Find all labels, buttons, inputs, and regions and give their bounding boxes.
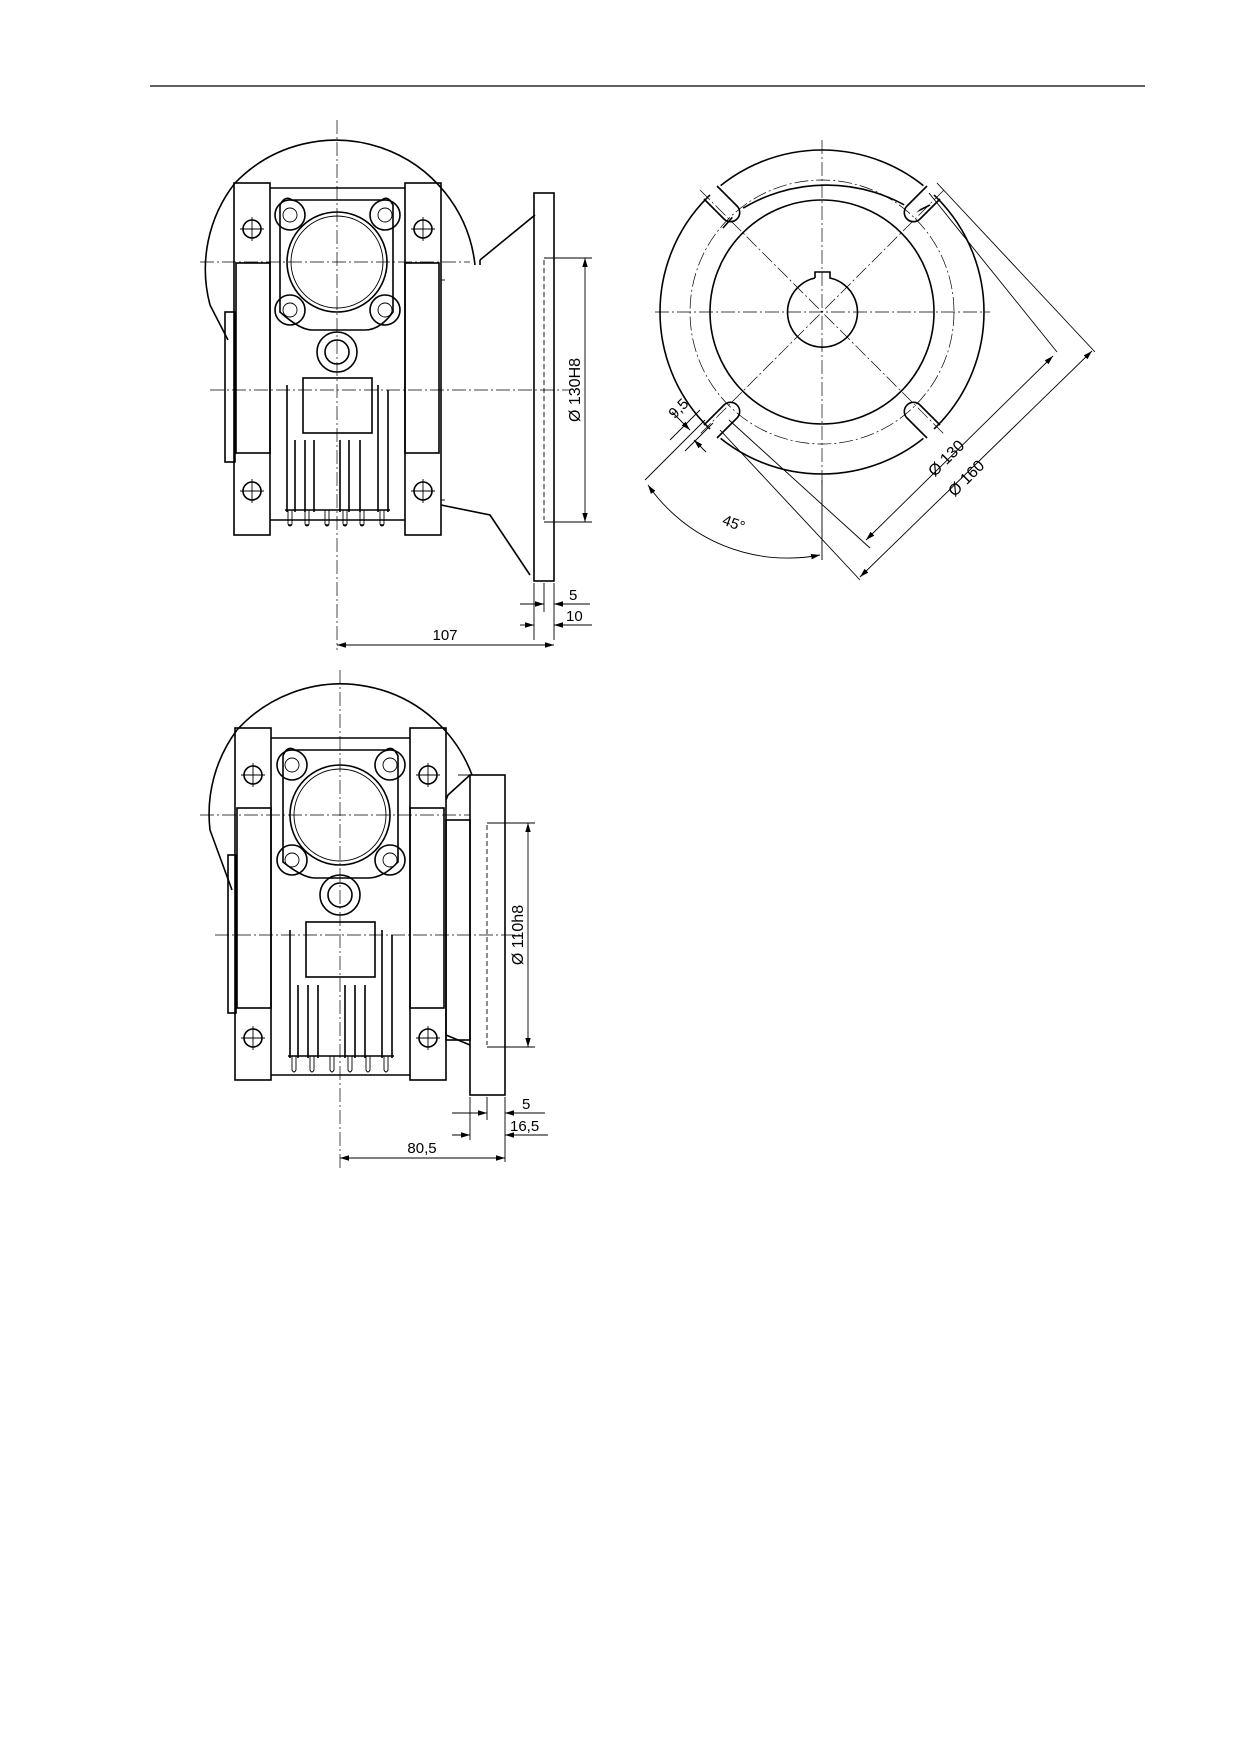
housing-arc-small bbox=[236, 683, 473, 776]
dim-bore-large: Ø 130H8 bbox=[567, 358, 584, 422]
shaft-bore-keyway bbox=[786, 271, 859, 348]
dim-flange-thickness-large: 10 bbox=[566, 608, 583, 625]
flange-outline-slotted bbox=[722, 184, 931, 229]
flange-plate bbox=[533, 192, 555, 582]
dim-slot-width: 9,5 bbox=[665, 395, 692, 422]
flanged-gearbox-side-view-small: Ø 110h8 5 16,5 80,5 bbox=[200, 670, 548, 1170]
dim-slot-angle: 45° bbox=[720, 512, 747, 536]
dim-flange-thickness-small: 16,5 bbox=[510, 1118, 539, 1135]
dim-bore-small: Ø 110h8 bbox=[510, 905, 527, 965]
flange-end-view: Ø 130 Ø 160 9,5 45° bbox=[644, 140, 1096, 581]
dim-flange-step-large: 5 bbox=[569, 587, 577, 604]
dim-length-large: 107 bbox=[432, 627, 457, 644]
input-cover-plate bbox=[224, 311, 236, 463]
dim-flange-step-small: 5 bbox=[522, 1096, 530, 1113]
flanged-gearbox-side-view-large: Ø 130H8 5 10 107 bbox=[200, 120, 592, 650]
dim-length-small: 80,5 bbox=[407, 1140, 436, 1157]
housing-arc bbox=[234, 139, 476, 266]
flange-cone bbox=[440, 214, 536, 576]
